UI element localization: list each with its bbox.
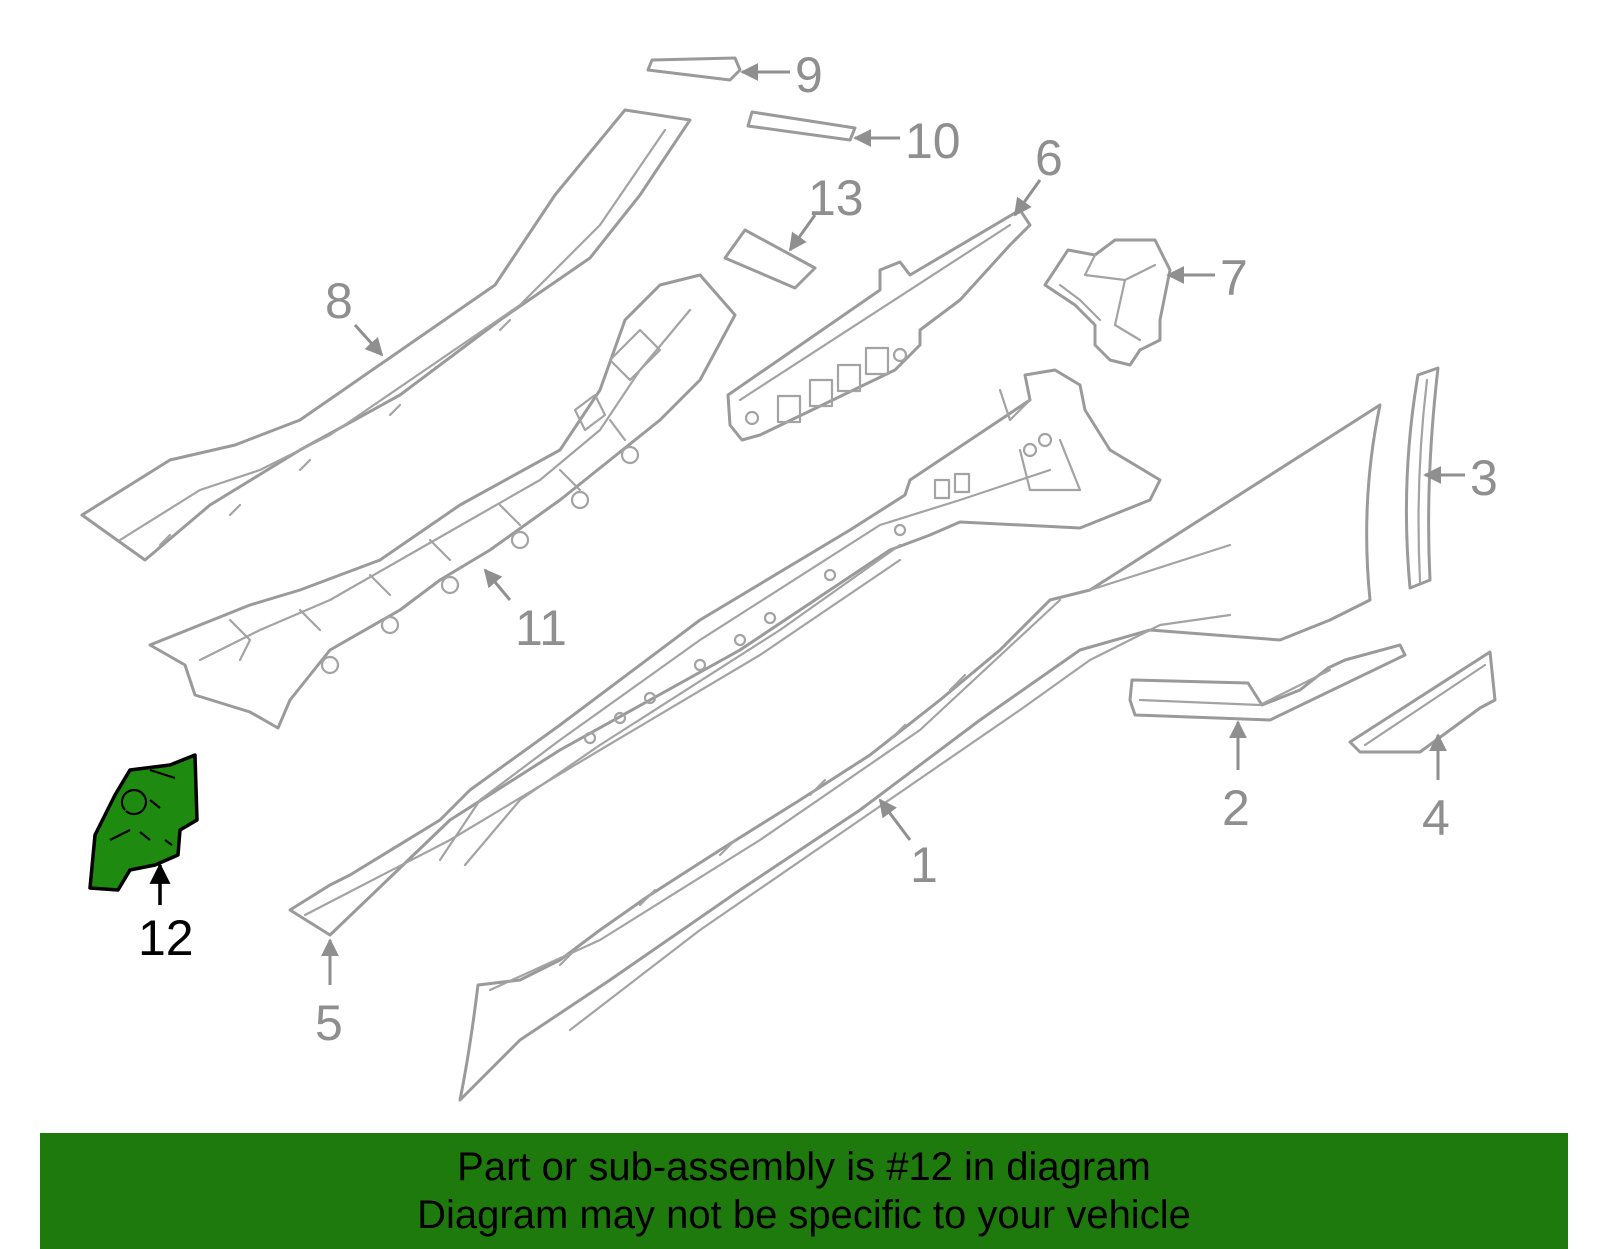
part-4: 4 — [1348, 650, 1497, 846]
callout-12: 12 — [138, 910, 194, 966]
part-3: 3 — [1404, 366, 1498, 590]
callout-11: 11 — [515, 600, 567, 656]
callout-8: 8 — [325, 273, 353, 329]
callout-1: 1 — [910, 837, 938, 893]
part-7: 7 — [1043, 238, 1248, 367]
callout-4: 4 — [1422, 790, 1450, 846]
part-1: 1 — [458, 403, 1382, 1102]
callout-3: 3 — [1470, 450, 1498, 506]
callout-13: 13 — [808, 170, 864, 226]
part-13: 13 — [723, 170, 864, 290]
callout-2: 2 — [1222, 780, 1250, 836]
callout-5: 5 — [315, 995, 343, 1051]
part-10: 10 — [746, 110, 961, 169]
callout-10: 10 — [905, 113, 961, 169]
callout-9: 9 — [795, 47, 823, 103]
callout-6: 6 — [1035, 130, 1063, 186]
banner-line-2: Diagram may not be specific to your vehi… — [417, 1193, 1191, 1237]
part-2: 2 — [1128, 643, 1407, 836]
part-8: 8 — [80, 108, 692, 562]
part-5: 5 — [288, 368, 1162, 1051]
callout-7: 7 — [1220, 250, 1248, 306]
banner-line-1: Part or sub-assembly is #12 in diagram — [457, 1145, 1151, 1189]
part-6: 6 — [726, 130, 1063, 442]
part-11: 11 — [148, 273, 737, 730]
part-9: 9 — [646, 47, 823, 103]
info-banner: Part or sub-assembly is #12 in diagram D… — [40, 1133, 1568, 1249]
part-12-highlighted[interactable]: 12 — [88, 753, 199, 966]
